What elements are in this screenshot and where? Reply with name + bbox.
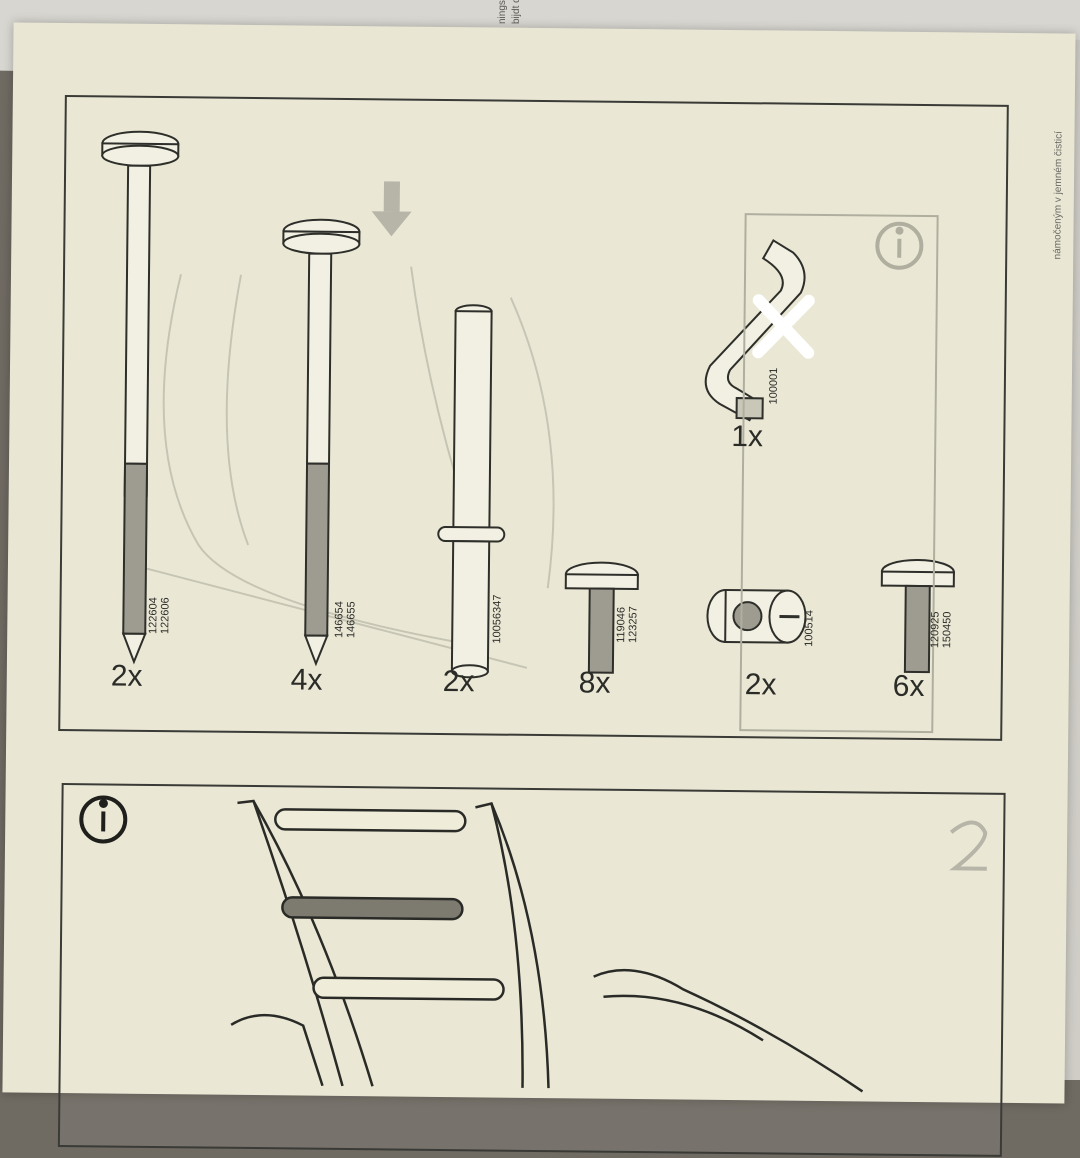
chair-frame-drawing bbox=[231, 801, 866, 1092]
quantity-medium-bolt: 4x bbox=[291, 663, 323, 697]
instruction-page: 2x 4x 2x 8x 2x 1x 6x 122604 122606 14665… bbox=[2, 22, 1075, 1103]
part-number-barrel-nut: 100514 bbox=[803, 610, 815, 647]
part-number-medium-bolt: 146654 146655 bbox=[333, 601, 357, 638]
quantity-bolt-6x: 6x bbox=[893, 670, 925, 704]
quantity-dowel: 2x bbox=[443, 665, 475, 699]
quantity-long-bolt: 2x bbox=[111, 660, 143, 694]
quantity-allen-key: 1x bbox=[731, 420, 763, 454]
background-text-right: námočeným v jemném čisticí bbox=[1051, 131, 1066, 260]
down-arrow-icon bbox=[371, 181, 412, 236]
medium-bolt-icon bbox=[279, 219, 360, 664]
info-icon-step2 bbox=[81, 797, 125, 841]
background-text-top: ningsn ren kl bijdt dde ren r bbox=[496, 0, 524, 24]
long-bolt-icon bbox=[97, 131, 179, 662]
info-icon bbox=[877, 224, 921, 268]
part-number-allen-key: 100001 bbox=[768, 368, 780, 405]
step-number-ghost bbox=[951, 822, 987, 868]
parts-drawing bbox=[2, 22, 1075, 1103]
part-number-dowel: 10056347 bbox=[491, 595, 504, 644]
quantity-short-bolt: 8x bbox=[579, 666, 611, 700]
barrel-nut-icon bbox=[707, 590, 806, 643]
quantity-barrel-nut: 2x bbox=[745, 668, 777, 702]
part-number-long-bolt: 122604 122606 bbox=[147, 597, 171, 634]
part-number-bolt-6x: 120925 150450 bbox=[929, 611, 953, 648]
part-number-short-bolt: 119046 123257 bbox=[615, 606, 639, 643]
